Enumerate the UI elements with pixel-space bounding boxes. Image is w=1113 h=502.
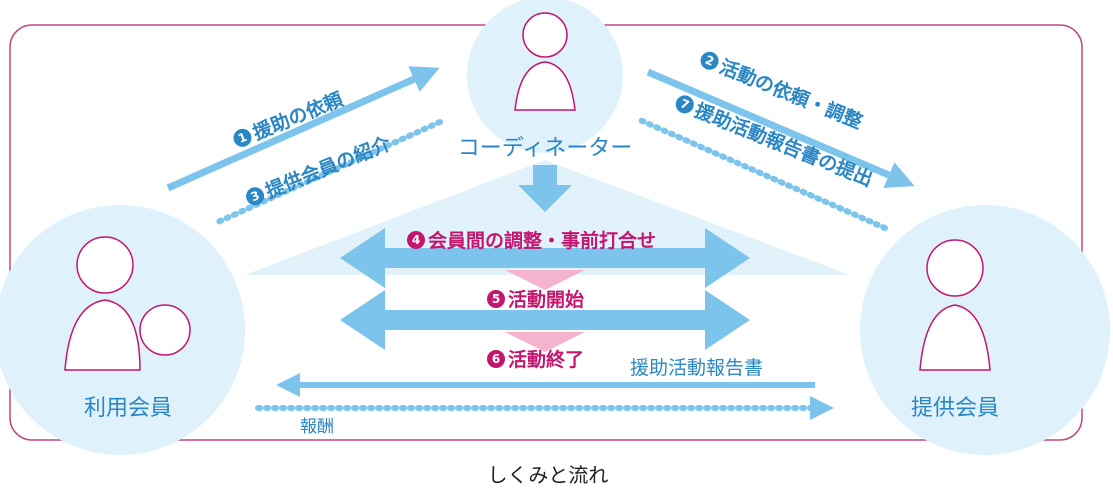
introduction-arrow bbox=[215, 119, 443, 225]
background-triangle bbox=[245, 160, 850, 275]
user-member-figure-icon bbox=[64, 236, 191, 371]
user-member-label: 利用会員 bbox=[84, 396, 172, 421]
step-4-number: 4 bbox=[412, 233, 420, 247]
coordinator-label: コーディネーター bbox=[458, 136, 632, 161]
activity-double-arrow bbox=[340, 290, 750, 350]
report-label: 援助活動報告書 bbox=[630, 357, 763, 379]
step-6-number: 6 bbox=[492, 352, 500, 366]
request-arrow bbox=[166, 66, 440, 192]
payment-label: 報酬 bbox=[300, 417, 334, 437]
provider-member-circle bbox=[860, 205, 1110, 455]
step-4-label: 会員間の調整・事前打合せ bbox=[428, 229, 656, 252]
step-6-label: 活動終了 bbox=[508, 348, 584, 371]
provider-member-figure-icon bbox=[919, 239, 991, 371]
step-3-label: 提供会員の紹介 bbox=[262, 131, 395, 203]
activity-request-arrow bbox=[646, 68, 915, 188]
provider-member-label: 提供会員 bbox=[911, 396, 999, 421]
report-submit-arrow bbox=[637, 117, 888, 231]
pink-down-arrow-1 bbox=[505, 270, 585, 290]
caption: しくみと流れ bbox=[488, 463, 609, 487]
coordination-double-arrow bbox=[340, 228, 750, 288]
pink-down-arrow-2 bbox=[505, 332, 585, 352]
step-5-number: 5 bbox=[492, 292, 500, 306]
down-arrow bbox=[518, 165, 572, 212]
step-5-label: 活動開始 bbox=[508, 288, 584, 311]
coordinator-figure-icon bbox=[514, 12, 576, 111]
